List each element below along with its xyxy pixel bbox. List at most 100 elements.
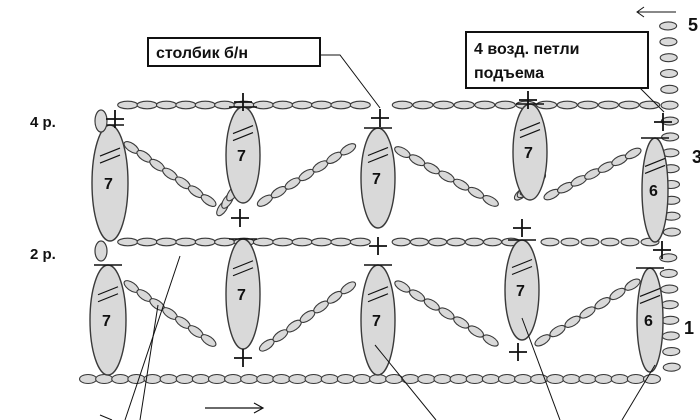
diagonal-chain-link [394,280,411,293]
diagonal-chain-link [453,316,470,329]
diagonal-chain-link [624,278,641,291]
edge-number-middle: 3 [692,147,700,167]
edge-chain-link [661,315,680,325]
chain-link [494,100,516,110]
diagonal-chain-link [549,324,566,338]
diagonal-chain-link [467,325,485,338]
foundation-chain-link [304,373,323,385]
diagonal-chain-link [200,334,217,347]
stitch-yarn-over-mark [232,260,254,270]
turning-chain-label-line2: подъема [474,65,544,82]
chain-link [272,237,294,247]
stitch-count-label: 7 [237,148,246,165]
edge-chain-link [660,300,679,310]
stitch-yarn-over-mark [367,153,389,164]
stitch-yarn-over-mark [644,164,666,174]
foundation-chain-link [449,373,468,385]
foundation-chain-link [481,373,500,385]
row-2-chain [117,237,660,247]
direction-arrow-top-head [636,6,645,18]
foundation-chain [79,373,661,385]
foundation-chain-link [159,373,178,385]
direction-arrow-bottom-head [253,402,265,414]
chain-link [620,237,640,247]
chain-link [194,237,216,247]
chain-link [560,237,580,247]
foundation-chain-link [256,373,275,385]
foundation-chain-link [320,373,339,385]
stitch-yarn-over-mark [639,287,661,297]
diagonal-chain-link [438,307,455,320]
chain-link [464,237,484,247]
stitch-yarn-over-mark [519,122,541,132]
stitch-yarn-over-mark [519,129,541,139]
foundation-chain-link [497,373,516,385]
turning-chain-callout-box [465,31,649,89]
chain-link [428,237,448,247]
chain-link [291,100,313,110]
stitch-yarn-over-mark [367,293,389,303]
chain-link [409,237,429,247]
row-4-top-chain [117,100,661,110]
foundation-chain-link [352,373,371,385]
chain-link [175,100,197,110]
chain-link [577,100,599,110]
foundation-chain-link [240,373,259,385]
foundation-chain-link [207,373,226,385]
chain-link [618,100,640,110]
foundation-chain-link [336,373,355,385]
diagonal-chain-link [564,315,581,328]
chain-link [291,237,313,247]
diagonal-chain-link [408,289,426,302]
edge-chain-link [659,268,678,278]
stitch-yarn-over-mark [232,267,254,277]
foundation-chain-link [79,373,98,385]
single-crochet-marks [106,91,672,367]
stitch-yarn-over-mark [232,132,254,142]
stitch-count-label: 7 [372,171,381,188]
chain-link [556,100,578,110]
foundation-chain-link [642,373,661,385]
foundation-chain-link [465,373,484,385]
row-label-4: 4 р. [30,114,56,131]
foundation-chain-link [562,373,581,385]
small-stitch [94,109,108,133]
stitch-yarn-over-mark [644,157,666,167]
foundation-chain-link [578,373,597,385]
stitch-yarn-over-mark [367,286,389,296]
chain-link [391,100,413,110]
chain-link [155,100,178,110]
diagonal-chain-link [423,298,440,311]
foundation-chain-link [369,373,388,385]
chain-link [474,100,496,110]
stitch-count-label: 7 [516,283,525,300]
chain-link [349,100,371,110]
chain-link [330,100,352,110]
chain-link [175,237,197,247]
small-stitch [94,240,108,262]
edge-chain-link [659,37,678,47]
foundation-chain-link [433,373,452,385]
stitch-yarn-over-mark [97,286,119,296]
foundation-chain-link [111,373,130,385]
stitch-count-label: 6 [649,183,658,200]
chain-link [580,237,600,247]
diagonal-chain-link [609,287,626,301]
turning-chain-leader [639,87,665,113]
chain-link [349,237,371,247]
foundation-chain-link [594,373,613,385]
stitch-yarn-over-mark [99,154,121,164]
diagonal-chain-link [482,334,499,347]
stitch-yarn-over-mark [639,294,661,304]
foundation-chain-link [272,373,291,385]
chain-link [117,100,139,110]
edge-chain-link [662,347,681,357]
stitch-yarn-over-mark [232,125,254,135]
edge-chain-link [660,284,679,294]
stitch-count-label: 6 [644,313,653,330]
foundation-chain-link [95,373,114,385]
edge-number-bottom: 1 [684,318,694,338]
edge-chain-link [660,100,679,110]
